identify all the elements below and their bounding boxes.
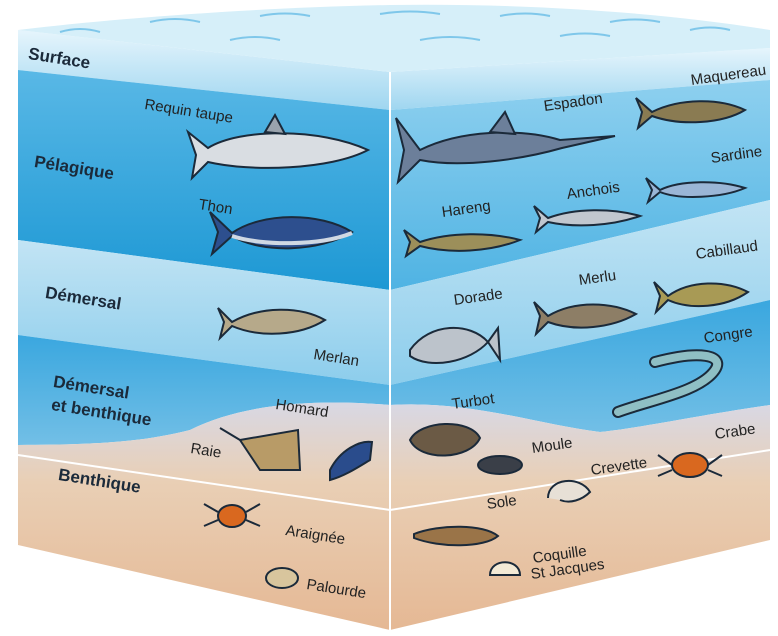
- sole-illustration: [414, 527, 498, 546]
- moule-illustration: [478, 456, 522, 474]
- palourde-illustration: [266, 568, 298, 588]
